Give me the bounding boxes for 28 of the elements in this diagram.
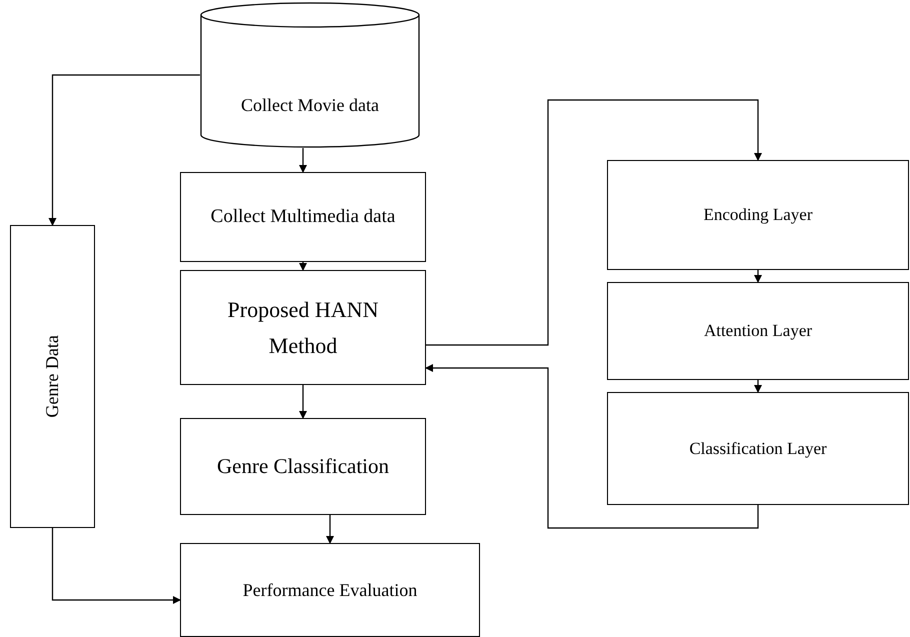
arrow: [326, 515, 334, 544]
process-box: [180, 270, 426, 385]
node-label: Collect Multimedia data: [210, 204, 396, 229]
process-box: [10, 225, 95, 528]
process-box: [180, 418, 426, 515]
node-label: Attention Layer: [702, 320, 814, 342]
arrow: [299, 385, 307, 419]
node-label: Performance Evaluation: [242, 578, 418, 602]
node-label: Genre Classification: [216, 452, 390, 480]
process-box: [607, 160, 909, 270]
arrow: [425, 364, 759, 529]
arrow: [52, 528, 181, 604]
node-label: Proposed HANN Method: [226, 296, 380, 360]
arrow: [754, 380, 762, 393]
process-box: [607, 282, 909, 380]
arrow: [426, 99, 762, 346]
arrow: [754, 270, 762, 283]
database-node: [200, 2, 420, 148]
process-box: [180, 172, 426, 262]
arrow: [299, 262, 307, 271]
node-label: Genre Data: [41, 334, 64, 420]
arrow: [299, 148, 307, 173]
node-label: Encoding Layer: [702, 204, 814, 226]
node-label: Classification Layer: [688, 438, 828, 460]
arrow: [48, 74, 200, 226]
process-box: [180, 543, 480, 637]
node-label: Collect Movie data: [240, 94, 380, 117]
process-box: [607, 392, 909, 505]
